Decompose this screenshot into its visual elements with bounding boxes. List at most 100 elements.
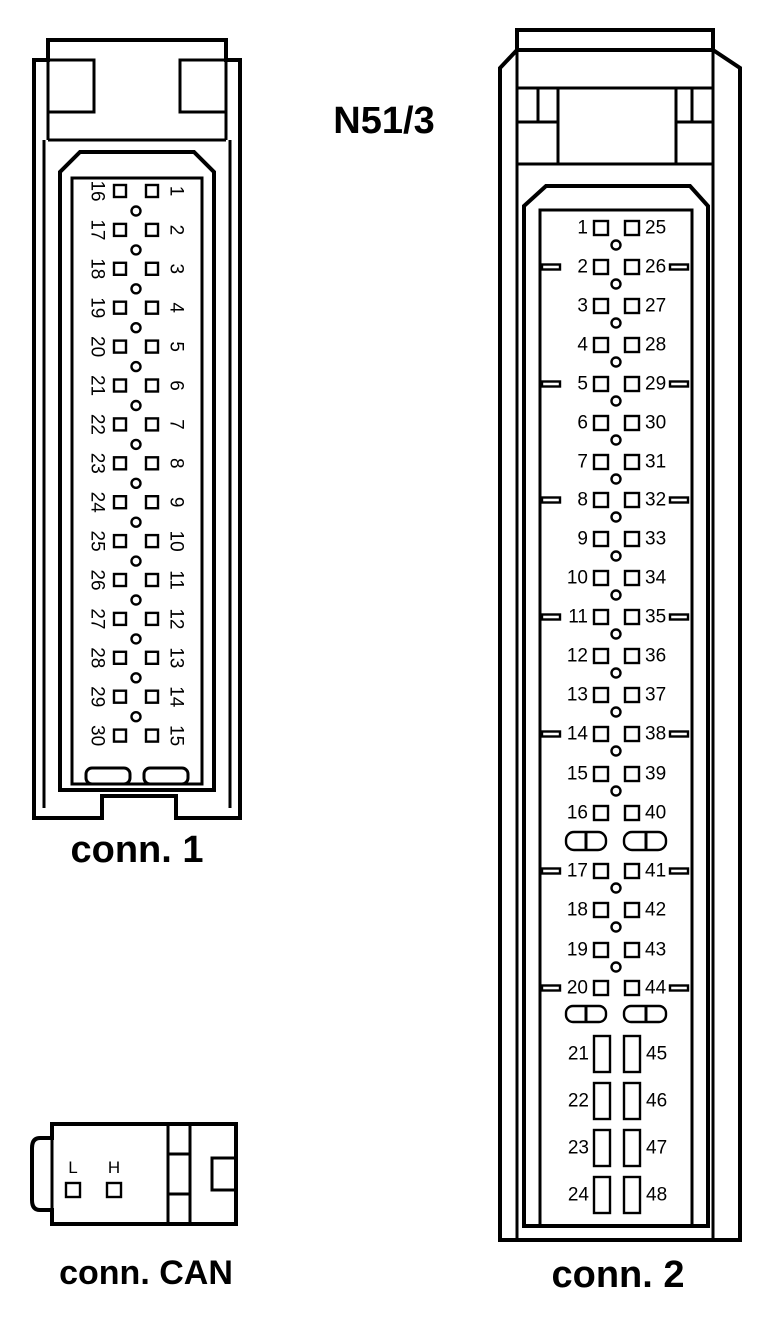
pin-label-21: 21 xyxy=(568,1044,589,1065)
pin-marker xyxy=(610,550,622,562)
pin-socket xyxy=(623,725,641,743)
pin-socket xyxy=(112,533,128,549)
coding-tab xyxy=(540,730,562,738)
pin-socket xyxy=(623,530,641,548)
pin-label-27: 27 xyxy=(87,608,108,629)
pin-socket xyxy=(144,728,160,743)
pin-socket xyxy=(112,339,128,354)
pin-socket xyxy=(112,183,128,199)
coding-tab xyxy=(540,867,562,875)
pin-socket xyxy=(623,765,641,783)
pin-marker xyxy=(130,322,142,334)
pin-socket xyxy=(112,417,128,432)
coding-tab xyxy=(540,380,562,388)
pin-label-40: 40 xyxy=(645,803,666,824)
pin-label-38: 38 xyxy=(645,724,666,745)
connector-1-label: conn. 1 xyxy=(70,829,203,871)
pin-marker xyxy=(610,667,622,679)
pin-socket xyxy=(592,336,610,354)
pin-label-34: 34 xyxy=(645,568,667,589)
pin-marker xyxy=(610,356,622,368)
pin-socket xyxy=(592,491,610,509)
pin-label-15: 15 xyxy=(567,764,588,785)
pin-socket xyxy=(112,689,128,704)
pin-socket xyxy=(105,1181,123,1199)
pin-label-14: 14 xyxy=(567,724,589,745)
pin-marker xyxy=(610,434,622,446)
pin-label-30: 30 xyxy=(645,413,666,434)
pin-label-29: 29 xyxy=(87,686,108,707)
pin-label-20: 20 xyxy=(567,978,588,999)
pin-marker xyxy=(610,706,622,718)
pin-socket xyxy=(144,533,160,549)
pin-socket xyxy=(592,453,610,471)
pin-label-12: 12 xyxy=(166,608,187,629)
pin-label-47: 47 xyxy=(646,1138,667,1159)
pin-label-3: 3 xyxy=(577,296,588,317)
pin-label-29: 29 xyxy=(645,374,666,395)
pin-socket xyxy=(592,979,610,997)
pin-socket xyxy=(144,689,160,704)
pin-socket xyxy=(144,339,160,354)
pin-socket xyxy=(623,862,641,880)
pin-marker xyxy=(610,961,622,973)
coding-tab xyxy=(668,867,690,875)
pin-socket xyxy=(623,608,641,626)
pin-socket xyxy=(592,765,610,783)
pin-label-8: 8 xyxy=(577,490,588,511)
pin-marker xyxy=(130,477,142,489)
power-pin xyxy=(622,1128,642,1168)
pin-socket xyxy=(112,572,128,588)
power-pin xyxy=(622,1175,642,1215)
pin-socket xyxy=(112,728,128,743)
pin-label-28: 28 xyxy=(87,647,108,668)
pin-socket xyxy=(64,1181,82,1199)
pin-label-10: 10 xyxy=(166,531,187,552)
pin-socket xyxy=(592,569,610,587)
pin-socket xyxy=(144,572,160,588)
pin-socket xyxy=(592,804,610,822)
pin-socket xyxy=(623,941,641,959)
pin-label-48: 48 xyxy=(646,1185,667,1206)
pin-label-2: 2 xyxy=(577,257,588,278)
pin-label-5: 5 xyxy=(166,341,187,352)
pin-socket xyxy=(623,258,641,276)
pin-label-24: 24 xyxy=(568,1185,590,1206)
pin-socket xyxy=(112,222,128,238)
pin-label-5: 5 xyxy=(577,374,588,395)
pin-label-18: 18 xyxy=(567,900,588,921)
pin-socket xyxy=(592,941,610,959)
pin-label-11: 11 xyxy=(166,570,187,590)
pin-socket xyxy=(592,375,610,393)
pin-marker xyxy=(610,278,622,290)
power-pin xyxy=(592,1128,612,1168)
pin-label-10: 10 xyxy=(567,568,588,589)
pin-socket xyxy=(112,611,128,627)
pin-label-7: 7 xyxy=(577,452,588,473)
pin-label-L: L xyxy=(68,1158,77,1177)
pin-socket xyxy=(592,258,610,276)
pin-label-24: 24 xyxy=(87,492,108,514)
pin-label-7: 7 xyxy=(166,419,187,430)
pin-label-44: 44 xyxy=(645,978,667,999)
power-pin xyxy=(622,1081,642,1121)
pin-socket xyxy=(592,414,610,432)
pin-socket xyxy=(592,530,610,548)
connector-2-housing xyxy=(498,28,742,1242)
pin-socket xyxy=(144,261,160,276)
power-pin xyxy=(592,1175,612,1215)
pin-socket xyxy=(592,219,610,237)
pin-marker xyxy=(130,360,142,373)
pin-label-21: 21 xyxy=(87,375,108,396)
pin-marker xyxy=(610,882,622,894)
pin-marker xyxy=(130,438,142,451)
pin-label-31: 31 xyxy=(645,452,666,473)
pin-label-32: 32 xyxy=(645,490,666,511)
pin-socket xyxy=(592,647,610,665)
pin-marker xyxy=(610,785,622,797)
pin-label-43: 43 xyxy=(645,940,666,961)
pin-label-25: 25 xyxy=(87,531,108,552)
pin-socket xyxy=(112,378,128,393)
